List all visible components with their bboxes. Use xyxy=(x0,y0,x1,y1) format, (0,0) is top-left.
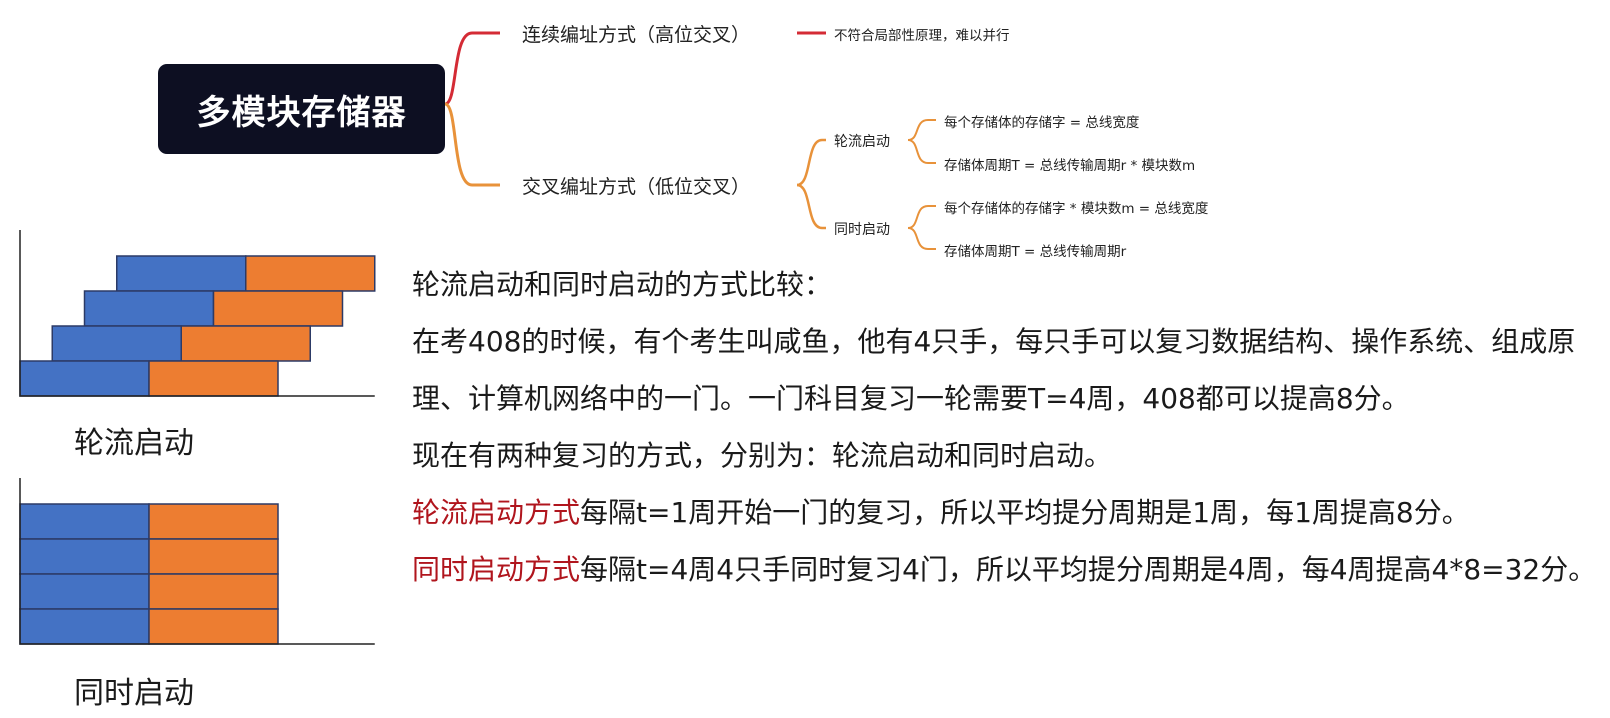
connector-rr-item1 xyxy=(907,119,936,141)
connector-root-low xyxy=(444,102,500,187)
connector-root-high xyxy=(444,31,500,106)
si-item-cycle: 存储体周期T = 总线传输周期r xyxy=(944,244,1127,260)
comparison-explanation: 轮流启动和同时启动的方式比较： 在考408的时候，有个考生叫咸鱼，他有4只手，每… xyxy=(412,256,1604,598)
branch-low-label: 交叉编址方式（低位交叉） xyxy=(522,176,751,198)
bar-blue-row-2 xyxy=(19,538,150,575)
bar-blue-row-2 xyxy=(83,290,215,327)
bar-orange-row-3 xyxy=(180,325,311,362)
round-robin-text: 每隔t=1周开始一门的复习，所以平均提分周期是1周，每1周提高8分。 xyxy=(580,496,1470,529)
simultaneous-caption: 同时启动 xyxy=(74,676,194,711)
round-robin-highlight: 轮流启动方式 xyxy=(412,496,581,529)
bar-orange-row-4 xyxy=(148,360,279,397)
round-robin-paragraph: 轮流启动方式每隔t=1周开始一门的复习，所以平均提分周期是1周，每1周提高8分。 xyxy=(412,484,1604,541)
simultaneous-diagram xyxy=(19,478,375,645)
diagram-axis xyxy=(19,230,375,397)
bar-blue-row-3 xyxy=(19,573,150,610)
bar-orange-row-3 xyxy=(148,573,279,610)
bar-blue-row-3 xyxy=(51,325,182,362)
diagram-axis xyxy=(19,478,375,645)
bar-blue-row-4 xyxy=(19,360,150,397)
connector-low-roundrobin xyxy=(796,138,826,187)
mindmap-root-label: 多模块存储器 xyxy=(196,92,407,133)
mindmap-connectors xyxy=(444,31,936,250)
bar-orange-row-2 xyxy=(148,538,279,575)
child-round-robin-label: 轮流启动 xyxy=(834,134,890,150)
bar-orange-row-2 xyxy=(212,290,344,327)
connector-rr-item2 xyxy=(907,139,936,164)
connector-si-item2 xyxy=(907,227,936,250)
simultaneous-paragraph: 同时启动方式每隔t=4周4只手同时复习4门，所以平均提分周期是4周，每4周提高4… xyxy=(412,541,1604,598)
bar-orange-row-1 xyxy=(245,255,376,292)
simultaneous-text: 每隔t=4周4只手同时复习4门，所以平均提分周期是4周，每4周提高4*8=32分… xyxy=(580,553,1597,586)
branch-high-label: 连续编址方式（高位交叉） xyxy=(522,24,751,46)
rr-item-bus-width: 每个存储体的存储字 = 总线宽度 xyxy=(944,115,1140,131)
child-simultaneous-label: 同时启动 xyxy=(834,222,890,238)
mindmap-root-node: 多模块存储器 xyxy=(158,64,445,154)
si-item-bus-width: 每个存储体的存储字 * 模块数m = 总线宽度 xyxy=(944,201,1209,217)
bar-orange-row-1 xyxy=(148,503,279,540)
bar-blue-row-4 xyxy=(19,608,150,645)
round-robin-diagram xyxy=(19,230,376,397)
analogy-paragraph: 在考408的时候，有个考生叫咸鱼，他有4只手，每只手可以复习数据结构、操作系统、… xyxy=(412,325,1576,415)
connector-low-simul xyxy=(796,183,826,230)
two-methods-paragraph: 现在有两种复习的方式，分别为：轮流启动和同时启动。 xyxy=(412,439,1113,472)
bar-orange-row-4 xyxy=(148,608,279,645)
bar-blue-row-1 xyxy=(19,503,150,540)
connector-si-item1 xyxy=(907,205,936,229)
branch-high-note: 不符合局部性原理，难以并行 xyxy=(834,28,1010,44)
rr-item-cycle: 存储体周期T = 总线传输周期r * 模块数m xyxy=(944,158,1196,174)
simultaneous-highlight: 同时启动方式 xyxy=(412,553,581,586)
comparison-heading: 轮流启动和同时启动的方式比较： xyxy=(412,268,833,301)
round-robin-caption: 轮流启动 xyxy=(74,426,194,461)
bar-blue-row-1 xyxy=(116,255,247,292)
